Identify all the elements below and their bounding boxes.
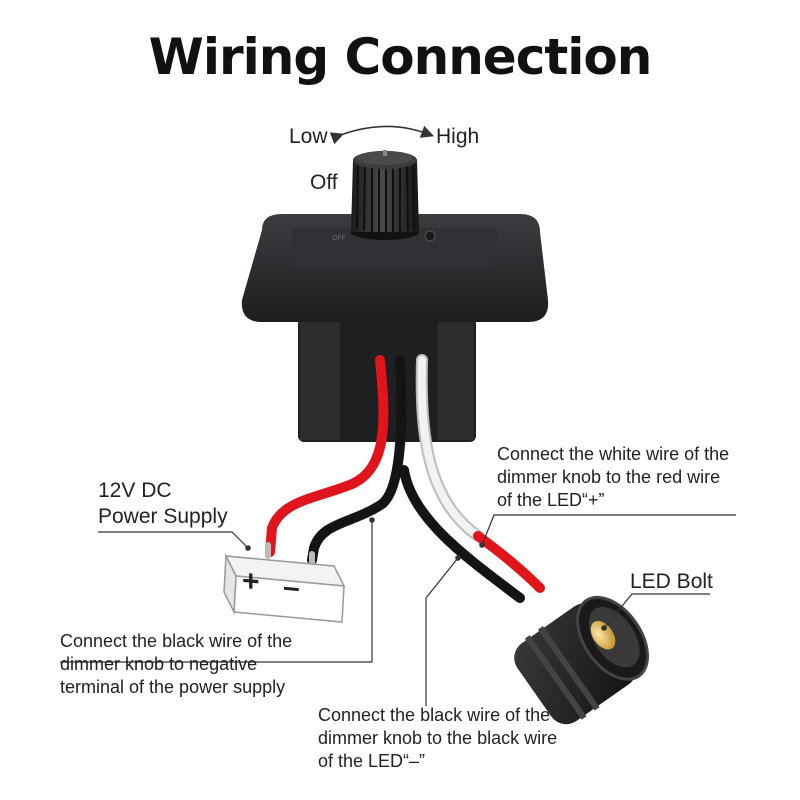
diagram-title: Wiring Connection <box>148 28 653 86</box>
knob-high-label: High <box>436 125 480 148</box>
leader-lines <box>60 514 736 706</box>
plus-sign: + <box>242 564 260 599</box>
direction-arrow <box>329 125 434 145</box>
led-bolt <box>514 595 649 725</box>
knob-low-label: Low <box>289 125 328 148</box>
leader-white-wire <box>481 514 736 546</box>
red-wire-led <box>473 531 545 593</box>
svg-text:OFF: OFF <box>332 234 346 242</box>
led-bolt-label: LED Bolt <box>630 570 713 593</box>
dimmer-housing: OFF <box>241 214 549 442</box>
leader-power-supply <box>98 531 249 549</box>
red-wire <box>265 355 389 557</box>
knob-off-label: Off <box>310 171 338 194</box>
power-supply-label: 12V DC Power Supply <box>98 479 228 528</box>
white-wire-note: Connect the white wire of the dimmer kno… <box>497 444 730 510</box>
dimmer-knob <box>351 150 419 240</box>
minus-sign: – <box>283 570 300 605</box>
leader-led-bolt <box>603 593 710 629</box>
black-power-note: Connect the black wire of the dimmer kno… <box>60 631 293 697</box>
wires <box>265 354 545 603</box>
leader-black-power <box>60 520 373 663</box>
black-led-note: Connect the black wire of the dimmer kno… <box>318 705 558 771</box>
power-supply-block <box>223 553 346 623</box>
black-wire-led <box>399 465 525 603</box>
leader-black-led <box>425 557 459 706</box>
black-wire-power <box>307 355 407 565</box>
